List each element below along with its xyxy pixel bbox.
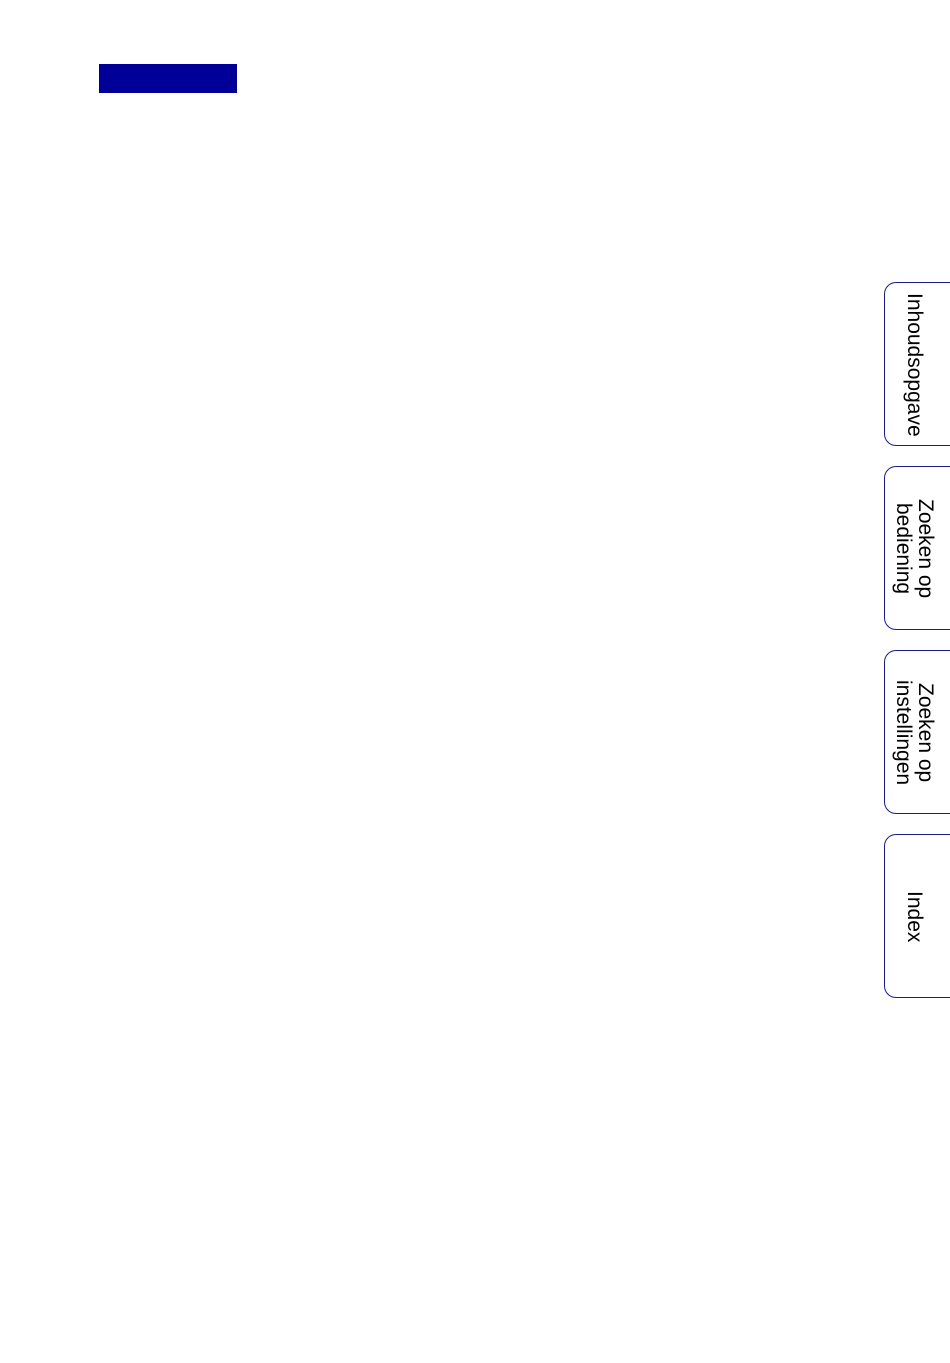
tab-search-by-operation-label: Zoeken op bediening xyxy=(885,467,943,631)
tab-table-of-contents-label: Inhoudsopgave xyxy=(885,283,943,447)
tab-search-by-settings-label: Zoeken op instellingen xyxy=(885,651,943,815)
tab-search-by-settings[interactable]: Zoeken op instellingen xyxy=(884,650,950,814)
header-bar xyxy=(99,64,237,93)
tab-index[interactable]: Index xyxy=(884,834,950,998)
tab-search-by-operation[interactable]: Zoeken op bediening xyxy=(884,466,950,630)
tab-table-of-contents[interactable]: Inhoudsopgave xyxy=(884,282,950,446)
tab-index-label: Index xyxy=(885,835,943,999)
